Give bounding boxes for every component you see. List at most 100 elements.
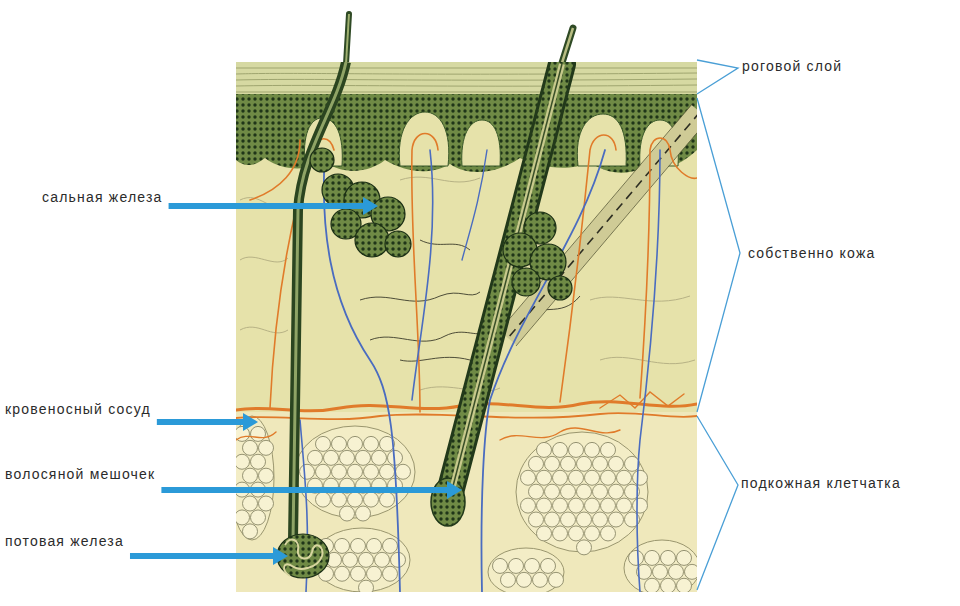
fat-cell xyxy=(577,456,592,471)
fat-cell xyxy=(251,510,266,525)
fat-cell xyxy=(593,484,608,499)
fat-cell xyxy=(517,572,532,587)
fat-cell xyxy=(243,468,258,483)
fat-cell xyxy=(324,450,339,465)
fat-cell xyxy=(633,498,648,513)
fat-cell xyxy=(525,558,540,573)
fat-cell xyxy=(316,436,331,451)
fat-cell xyxy=(359,552,374,567)
pointer-arrow xyxy=(130,553,276,559)
fat-cell xyxy=(585,498,600,513)
arrow-head xyxy=(363,197,378,215)
fat-cell xyxy=(356,450,371,465)
fat-cell xyxy=(645,578,660,592)
fat-cell xyxy=(340,506,355,521)
dermis xyxy=(236,62,697,592)
fat-cell xyxy=(348,464,363,479)
fat-cell xyxy=(375,552,390,567)
dermal-papillae xyxy=(304,112,678,166)
fat-cell xyxy=(617,498,632,513)
fat-cell xyxy=(553,498,568,513)
fat-cell xyxy=(335,538,350,553)
fat-cell xyxy=(601,498,616,513)
part-label: роговой слой xyxy=(742,57,842,75)
fat-cell xyxy=(493,558,508,573)
fat-cell xyxy=(553,470,568,485)
part-label: кровеносный сосуд xyxy=(5,400,151,418)
vein xyxy=(412,150,433,400)
fat-cell xyxy=(553,442,568,457)
fat-cell xyxy=(259,468,274,483)
capillary-net xyxy=(500,428,620,440)
fat-lobule xyxy=(516,432,648,552)
gland-lobe xyxy=(385,231,411,257)
fat-cell xyxy=(569,498,584,513)
part-label: потовая железа xyxy=(5,532,124,550)
fat-cell xyxy=(521,470,536,485)
fat-lobule xyxy=(488,548,564,592)
fat-cell xyxy=(343,552,358,567)
hair-shaft-core xyxy=(561,28,573,66)
capillary-net xyxy=(600,392,684,408)
papilla xyxy=(462,120,501,166)
fat-cell xyxy=(335,566,350,581)
arrow-head xyxy=(273,547,288,565)
layer-brackets xyxy=(697,60,740,590)
fat-cell xyxy=(593,456,608,471)
fat-cell xyxy=(236,454,250,469)
fat-cell xyxy=(351,566,366,581)
vein xyxy=(481,150,605,592)
fat-cell xyxy=(396,464,411,479)
nerve xyxy=(370,330,490,341)
fat-cell xyxy=(383,538,398,553)
gland-coil xyxy=(284,540,322,576)
part-label: собственно кожа xyxy=(748,244,875,262)
fat-cell xyxy=(529,512,544,527)
layer-line xyxy=(236,68,697,69)
gland-lobe xyxy=(310,148,334,172)
fat-cell xyxy=(364,436,379,451)
fat-cell xyxy=(609,484,624,499)
bracket xyxy=(697,98,740,412)
hair-shaft xyxy=(561,28,573,66)
fat-cell xyxy=(585,442,600,457)
pointer-arrow xyxy=(157,419,246,425)
fat-cell xyxy=(585,470,600,485)
fat-cell xyxy=(661,550,676,565)
blood-vessels xyxy=(236,134,697,593)
nerve xyxy=(420,240,470,250)
hair-follicle xyxy=(448,64,562,500)
gland-lobe xyxy=(512,268,540,296)
hair-shaft xyxy=(346,14,349,64)
fat-cell xyxy=(348,492,363,507)
pointer-arrows xyxy=(130,197,462,565)
part-label: волосяной мешочек xyxy=(5,465,155,483)
gland-lobe xyxy=(548,276,572,300)
fat-cell xyxy=(617,470,632,485)
bracket xyxy=(697,60,738,94)
fat-cell xyxy=(359,580,374,592)
part-label: подкожная клетчатка xyxy=(741,474,901,492)
skin-block xyxy=(236,62,697,592)
capillary-net xyxy=(236,432,276,440)
fat-cell xyxy=(243,496,258,511)
fat-cell xyxy=(243,524,258,539)
hair-shaft-core xyxy=(346,14,349,64)
fat-cell xyxy=(553,526,568,541)
fat-cell xyxy=(561,484,576,499)
fat-cell xyxy=(356,506,371,521)
corneum-lines xyxy=(236,68,697,92)
fat-lobule xyxy=(236,416,274,540)
fat-cell xyxy=(521,498,536,513)
fat-cell xyxy=(601,470,616,485)
fat-cell xyxy=(364,464,379,479)
fat-cell xyxy=(259,496,274,511)
hair-shafts-outside xyxy=(346,14,573,66)
fat-cell xyxy=(380,492,395,507)
layer-line xyxy=(236,79,697,80)
fat-cell xyxy=(677,550,692,565)
fat-cell xyxy=(661,578,676,592)
fat-cell xyxy=(340,450,355,465)
fat-cell xyxy=(577,540,592,555)
